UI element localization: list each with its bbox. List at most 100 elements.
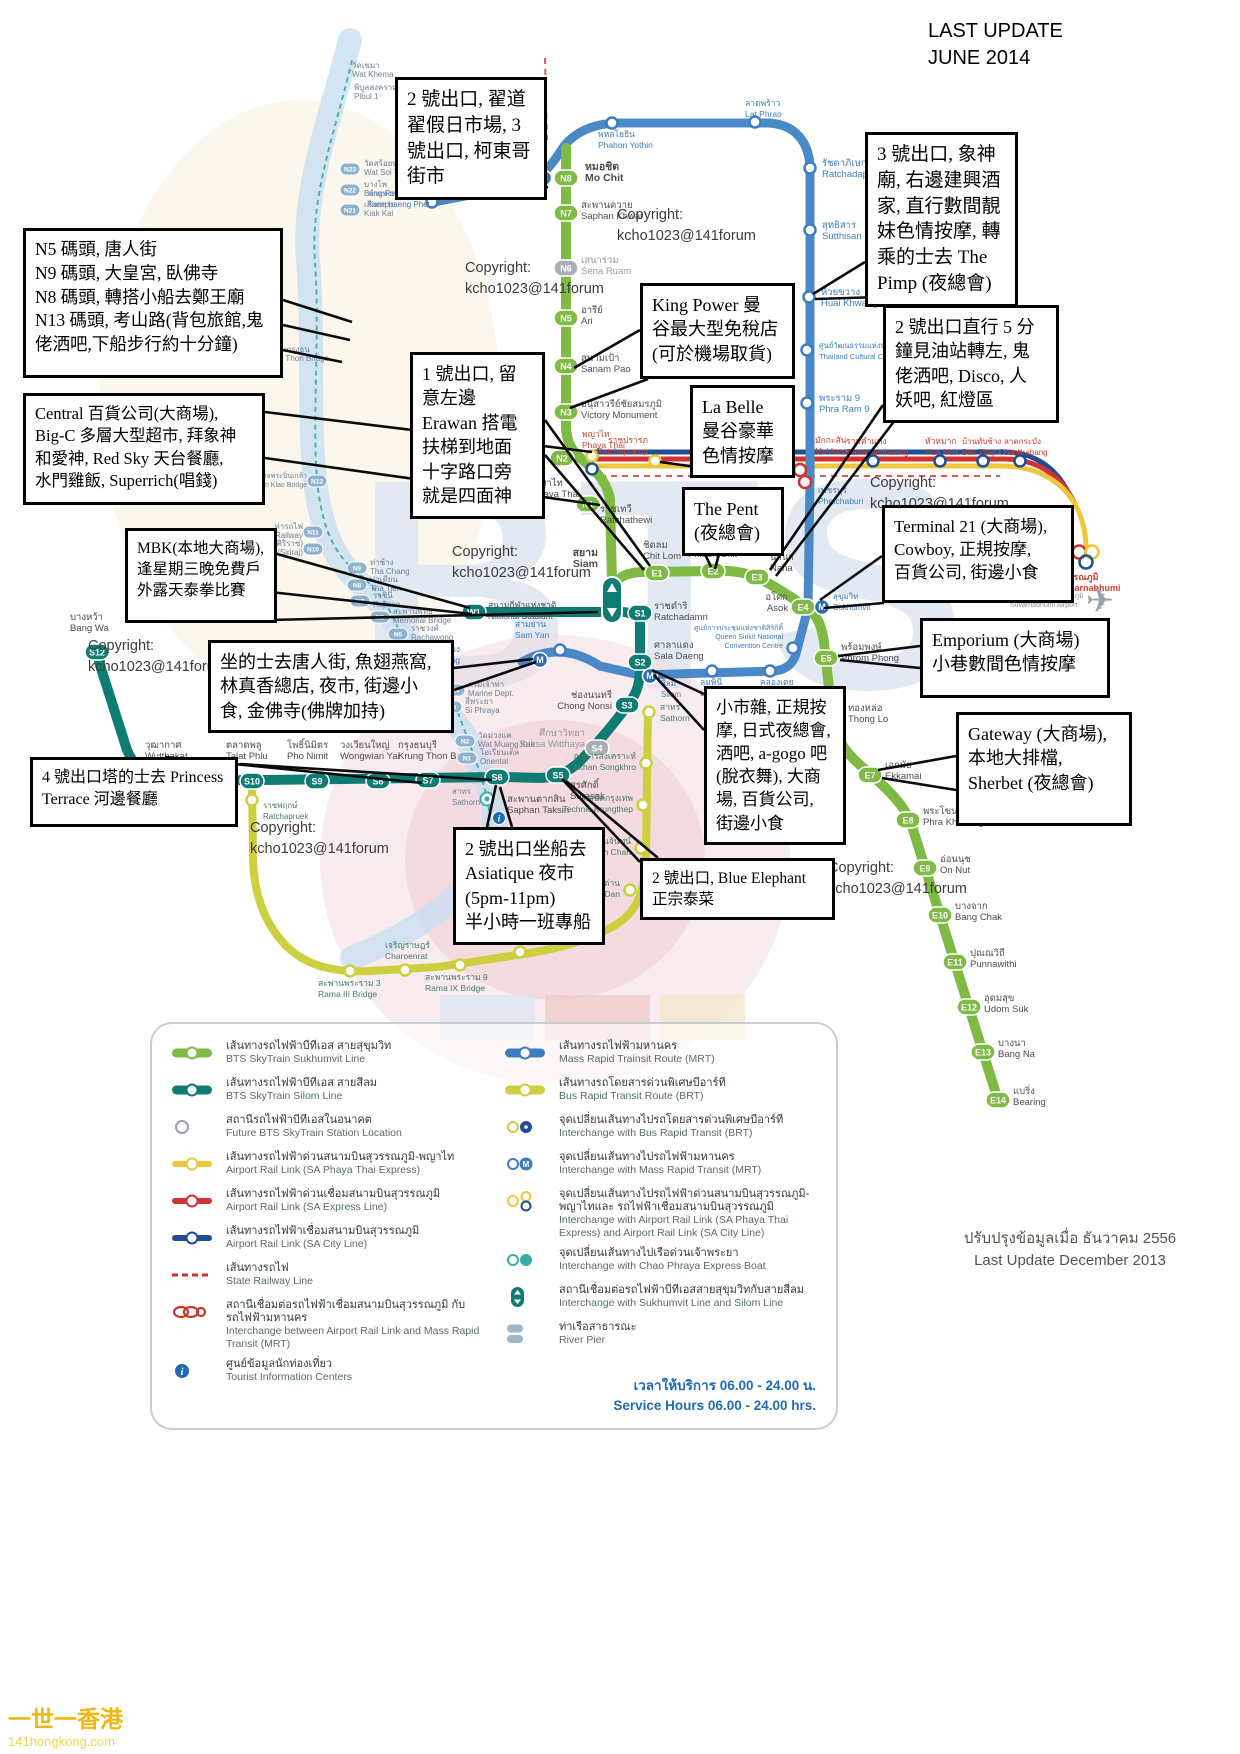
svg-text:วุฒากาศ: วุฒากาศ <box>145 740 181 751</box>
station-charoenrat[interactable]: เจริญราษฎร์Charoenrat <box>385 940 430 977</box>
site-watermark: 一世一香港 141hongkong.com <box>8 1700 123 1749</box>
svg-text:Hua Mak: Hua Mak <box>925 447 960 457</box>
svg-text:Si Phraya: Si Phraya <box>465 706 500 715</box>
legend-label-eng: Interchange between Airport Rail Link an… <box>226 1325 480 1350</box>
station-suvarnabhumi-rings[interactable] <box>1071 544 1100 570</box>
svg-text:สยาม: สยาม <box>573 547 598 559</box>
station-silom-mrt[interactable]: M <box>641 667 659 685</box>
legend-label-thai: จุดเปลี่ยนเส้นทางไปรถโดยสารด่วนพิเศษบีอา… <box>559 1114 784 1126</box>
svg-text:Phaya Thai: Phaya Thai <box>532 489 580 500</box>
line-mrt-icon <box>503 1040 553 1070</box>
svg-text:Krung Thon Buri: Krung Thon Buri <box>398 751 467 762</box>
svg-text:Phrom Phong: Phrom Phong <box>841 653 899 664</box>
leader-line <box>269 550 471 610</box>
legend-label-thai: เส้นทางรถไฟฟ้าบีทีเอส สายสีลม <box>226 1077 378 1089</box>
svg-text:พญาไท: พญาไท <box>582 429 610 439</box>
legend-row-left-line-arl-city: เส้นทางรถไฟฟ้าเชื่อมสนามบินสุวรรณภูมิAir… <box>170 1225 489 1255</box>
svg-text:พระราม 9: พระราม 9 <box>819 393 860 404</box>
svg-text:ลาดพร้าว: ลาดพร้าว <box>745 98 780 108</box>
station-phetchaburi-label[interactable]: เพชรบุรีPhetchaburi <box>818 485 863 506</box>
svg-text:ศึกษาวิทยา: ศึกษาวิทยา <box>539 728 585 739</box>
station-taksin-info[interactable]: i <box>492 811 506 825</box>
leader-line <box>573 328 641 370</box>
station-airplane[interactable]: ✈ <box>1086 582 1115 620</box>
station-phaya-thai-arl[interactable] <box>585 449 599 476</box>
page-title: LAST UPDATE JUNE 2014 <box>928 18 1063 72</box>
svg-text:S3: S3 <box>621 701 632 711</box>
station-ratchapruek[interactable]: ราชพฤกษ์Ratchapruek <box>245 793 310 822</box>
station-surasak[interactable]: S5สุรศักดิ์Surasak <box>545 766 605 802</box>
station-siam-cen[interactable] <box>601 576 623 624</box>
legend-label-eng: Interchange with Airport Rail Link (SA P… <box>559 1214 789 1239</box>
info-icon: i <box>170 1358 220 1388</box>
legend-label-thai: เส้นทางรถไฟฟ้าด่วนสนามบินสุวรรณภูมิ-พญาไ… <box>226 1151 455 1163</box>
svg-text:สาทร: สาทร <box>452 787 472 796</box>
svg-text:N12: N12 <box>311 479 323 486</box>
station-suvarnabhumi-label[interactable]: สุวรรณภูมิSuvarnabhumi <box>1058 572 1121 593</box>
svg-text:คลองเตย: คลองเตย <box>760 677 794 687</box>
station-chong-nonsi[interactable]: S3ช่องนนทรีChong Nonsi <box>557 689 640 714</box>
leader-line <box>485 784 498 828</box>
svg-text:วัดม่วงแค: วัดม่วงแค <box>478 731 512 740</box>
station-queen-sirikit[interactable]: ศูนย์การประชุมแห่งชาติสิริกิติ์Queen Sir… <box>694 622 800 655</box>
svg-text:E14: E14 <box>990 1096 1006 1106</box>
station-akhan-songkhro[interactable]: อาคารสงเคราะห์Akhan Songkhro <box>573 751 653 772</box>
station-on-nut[interactable]: E9อ่อนนุชOn Nut <box>912 854 971 877</box>
svg-text:N21: N21 <box>344 208 356 215</box>
leader-line <box>453 660 537 692</box>
